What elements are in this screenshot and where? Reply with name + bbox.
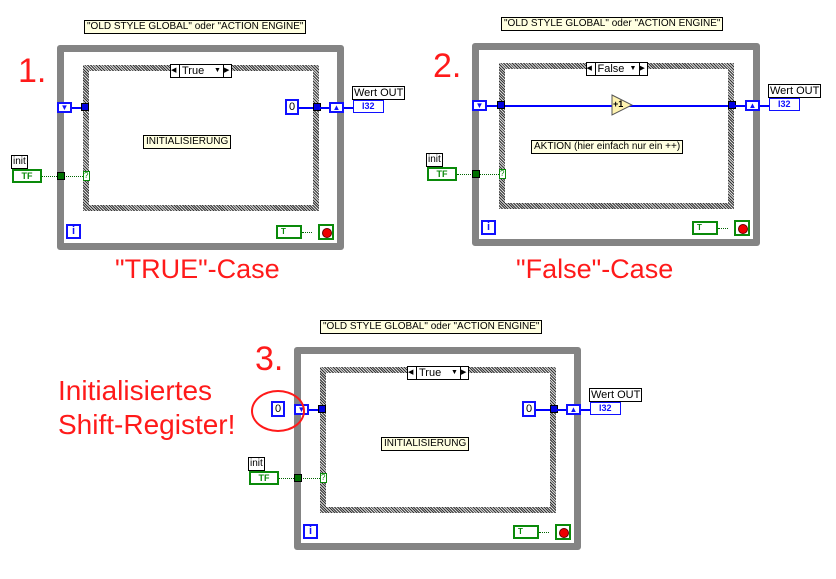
numeric-wire bbox=[319, 107, 329, 109]
tunnel-left bbox=[81, 103, 89, 111]
case-selector-terminal[interactable]: ? bbox=[320, 473, 327, 483]
output-label: Wert OUT bbox=[768, 84, 822, 98]
case-structure[interactable] bbox=[499, 63, 734, 209]
chevron-down-icon[interactable]: ▼ bbox=[214, 67, 221, 74]
stop-terminal[interactable] bbox=[318, 224, 334, 240]
wert-out-indicator[interactable]: I32 bbox=[353, 100, 384, 113]
increment-label: +1 bbox=[613, 99, 624, 109]
case-selector-terminal[interactable]: ? bbox=[499, 169, 506, 179]
output-label: Wert OUT bbox=[589, 388, 643, 402]
stop-condition-constant[interactable]: T bbox=[276, 225, 302, 239]
step-number: 3. bbox=[255, 340, 284, 378]
panel-title: "OLD STYLE GLOBAL" oder "ACTION ENGINE" bbox=[320, 320, 543, 334]
case-selector[interactable]: ◀True▼▶ bbox=[407, 366, 469, 380]
numeric-wire bbox=[760, 105, 770, 107]
chevron-down-icon[interactable]: ▼ bbox=[451, 369, 458, 376]
wert-out-indicator[interactable]: I32 bbox=[769, 98, 800, 111]
while-loop[interactable] bbox=[472, 43, 760, 246]
stop-condition-constant[interactable]: T bbox=[513, 525, 539, 539]
next-case-icon[interactable]: ▶ bbox=[638, 63, 647, 75]
numeric-wire bbox=[581, 409, 591, 411]
output-label: Wert OUT bbox=[352, 86, 406, 100]
while-loop[interactable] bbox=[294, 347, 581, 550]
init-label: init bbox=[248, 457, 265, 471]
panel-title: "OLD STYLE GLOBAL" oder "ACTION ENGINE" bbox=[84, 20, 307, 34]
stop-terminal[interactable] bbox=[734, 220, 750, 236]
numeric-wire bbox=[344, 107, 354, 109]
case-caption: "TRUE"-Case bbox=[115, 254, 280, 284]
while-loop[interactable] bbox=[57, 45, 344, 250]
numeric-constant[interactable]: 0 bbox=[285, 99, 299, 115]
prev-case-icon[interactable]: ◀ bbox=[171, 67, 177, 74]
case-structure[interactable] bbox=[83, 65, 319, 211]
comment-label: INITIALISIERUNG bbox=[143, 135, 232, 149]
comment-label: INITIALISIERUNG bbox=[381, 437, 470, 451]
shift-register-right[interactable]: ▲ bbox=[329, 102, 344, 113]
wert-out-indicator[interactable]: I32 bbox=[590, 402, 621, 415]
shift-register-annotation: Initialisiertes Shift-Register! bbox=[58, 374, 235, 442]
next-case-icon[interactable]: ▶ bbox=[223, 65, 231, 77]
numeric-wire bbox=[556, 409, 566, 411]
shift-register-left[interactable]: ▼ bbox=[57, 102, 72, 113]
boolean-wire bbox=[302, 232, 312, 233]
init-label: init bbox=[426, 153, 443, 167]
prev-case-icon[interactable]: ◀ bbox=[586, 65, 592, 72]
step-number: 2. bbox=[433, 47, 462, 85]
shift-register-left[interactable]: ▼ bbox=[472, 100, 487, 111]
increment-node[interactable] bbox=[611, 94, 634, 116]
step-number: 1. bbox=[18, 52, 47, 90]
case-value: True bbox=[179, 65, 214, 77]
case-selector[interactable]: ◀False▼▶ bbox=[585, 62, 648, 76]
prev-case-icon[interactable]: ◀ bbox=[408, 369, 414, 376]
case-value: True bbox=[416, 367, 451, 379]
numeric-wire bbox=[297, 107, 313, 109]
next-case-icon[interactable]: ▶ bbox=[460, 367, 468, 379]
tunnel-left bbox=[318, 405, 326, 413]
init-control[interactable]: TF bbox=[12, 169, 42, 183]
numeric-wire bbox=[734, 105, 745, 107]
case-structure[interactable] bbox=[320, 367, 556, 513]
boolean-wire bbox=[718, 228, 728, 229]
boolean-wire bbox=[539, 532, 549, 533]
case-caption: "False"-Case bbox=[516, 254, 674, 284]
shift-register-right[interactable]: ▲ bbox=[566, 404, 581, 415]
annotation-line-2: Shift-Register! bbox=[58, 409, 236, 440]
init-control[interactable]: TF bbox=[427, 167, 457, 181]
chevron-down-icon[interactable]: ▼ bbox=[629, 65, 637, 72]
iteration-terminal: i bbox=[481, 220, 496, 235]
stop-condition-constant[interactable]: T bbox=[692, 221, 718, 235]
numeric-wire bbox=[534, 409, 550, 411]
numeric-wire bbox=[487, 105, 499, 107]
case-value: False bbox=[594, 63, 630, 75]
init-control[interactable]: TF bbox=[249, 471, 279, 485]
panel-title: "OLD STYLE GLOBAL" oder "ACTION ENGINE" bbox=[501, 17, 724, 31]
numeric-wire bbox=[72, 107, 83, 109]
case-selector[interactable]: ◀True▼▶ bbox=[170, 64, 232, 78]
init-label: init bbox=[11, 155, 28, 169]
highlight-ellipse bbox=[251, 390, 305, 432]
case-selector-terminal[interactable]: ? bbox=[83, 171, 90, 181]
stop-terminal[interactable] bbox=[555, 524, 571, 540]
numeric-constant[interactable]: 0 bbox=[522, 401, 536, 417]
boolean-tunnel bbox=[472, 170, 480, 178]
annotation-line-1: Initialisiertes bbox=[58, 375, 213, 406]
shift-register-right[interactable]: ▲ bbox=[745, 100, 760, 111]
numeric-wire bbox=[309, 409, 320, 411]
boolean-tunnel bbox=[294, 474, 302, 482]
iteration-terminal: i bbox=[66, 224, 81, 239]
iteration-terminal: i bbox=[303, 524, 318, 539]
comment-label: AKTION (hier einfach nur ein ++) bbox=[531, 140, 684, 154]
boolean-tunnel bbox=[57, 172, 65, 180]
tunnel-left bbox=[497, 101, 505, 109]
